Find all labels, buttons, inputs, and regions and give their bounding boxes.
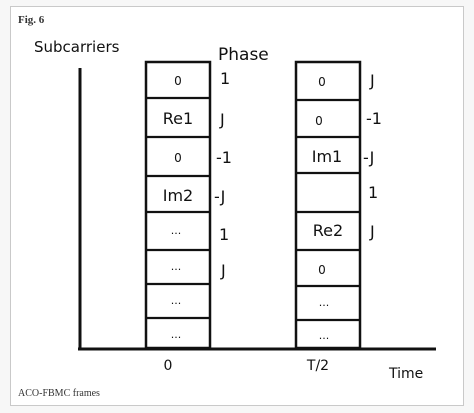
y-axis-label: Subcarriers <box>34 38 120 56</box>
phase-value: J <box>369 222 375 241</box>
cell-value: ... <box>319 296 330 309</box>
phase-value: -1 <box>366 109 382 128</box>
frame-column-1: 0 0 Im1 Re2 0 ... ... J -1 -J 1 J T/2 <box>294 60 382 374</box>
cell-value: 0 <box>174 74 182 88</box>
cell-value: ... <box>171 328 182 341</box>
phase-value: J <box>219 110 225 129</box>
phase-value: -J <box>363 148 374 167</box>
column-border <box>144 60 212 350</box>
time-label: T/2 <box>306 358 329 374</box>
cell-value: ... <box>171 260 182 273</box>
cell-value: Im2 <box>163 186 193 205</box>
cell-value: Re2 <box>313 221 343 240</box>
phase-value: 1 <box>220 69 230 88</box>
phase-value: 1 <box>219 225 229 244</box>
cell-value: 0 <box>318 263 326 277</box>
figure-label: Fig. 6 <box>18 14 45 26</box>
cell-value: 0 <box>174 151 182 165</box>
cell-value: Im1 <box>312 147 342 166</box>
phase-value: -1 <box>216 148 232 167</box>
x-axis-label: Time <box>388 366 423 382</box>
phase-value: -J <box>214 187 225 206</box>
cell-value: Re1 <box>163 109 193 128</box>
column-border <box>294 60 362 350</box>
cell-value: ... <box>171 294 182 307</box>
time-label: 0 <box>164 358 173 374</box>
cell-value: ... <box>319 329 330 342</box>
phase-value: J <box>369 71 375 90</box>
frame-column-0: 0 Re1 0 Im2 ... ... ... ... 1 J -1 -J 1 … <box>144 60 232 374</box>
phase-label: Phase <box>218 45 269 65</box>
cell-value: 0 <box>315 114 323 128</box>
figure-caption: ACO-FBMC frames <box>18 388 100 399</box>
cell-value: 0 <box>318 75 326 89</box>
cell-value: ... <box>171 224 182 237</box>
figure-frame <box>10 6 464 406</box>
phase-value: 1 <box>368 183 378 202</box>
phase-value: J <box>220 261 226 280</box>
